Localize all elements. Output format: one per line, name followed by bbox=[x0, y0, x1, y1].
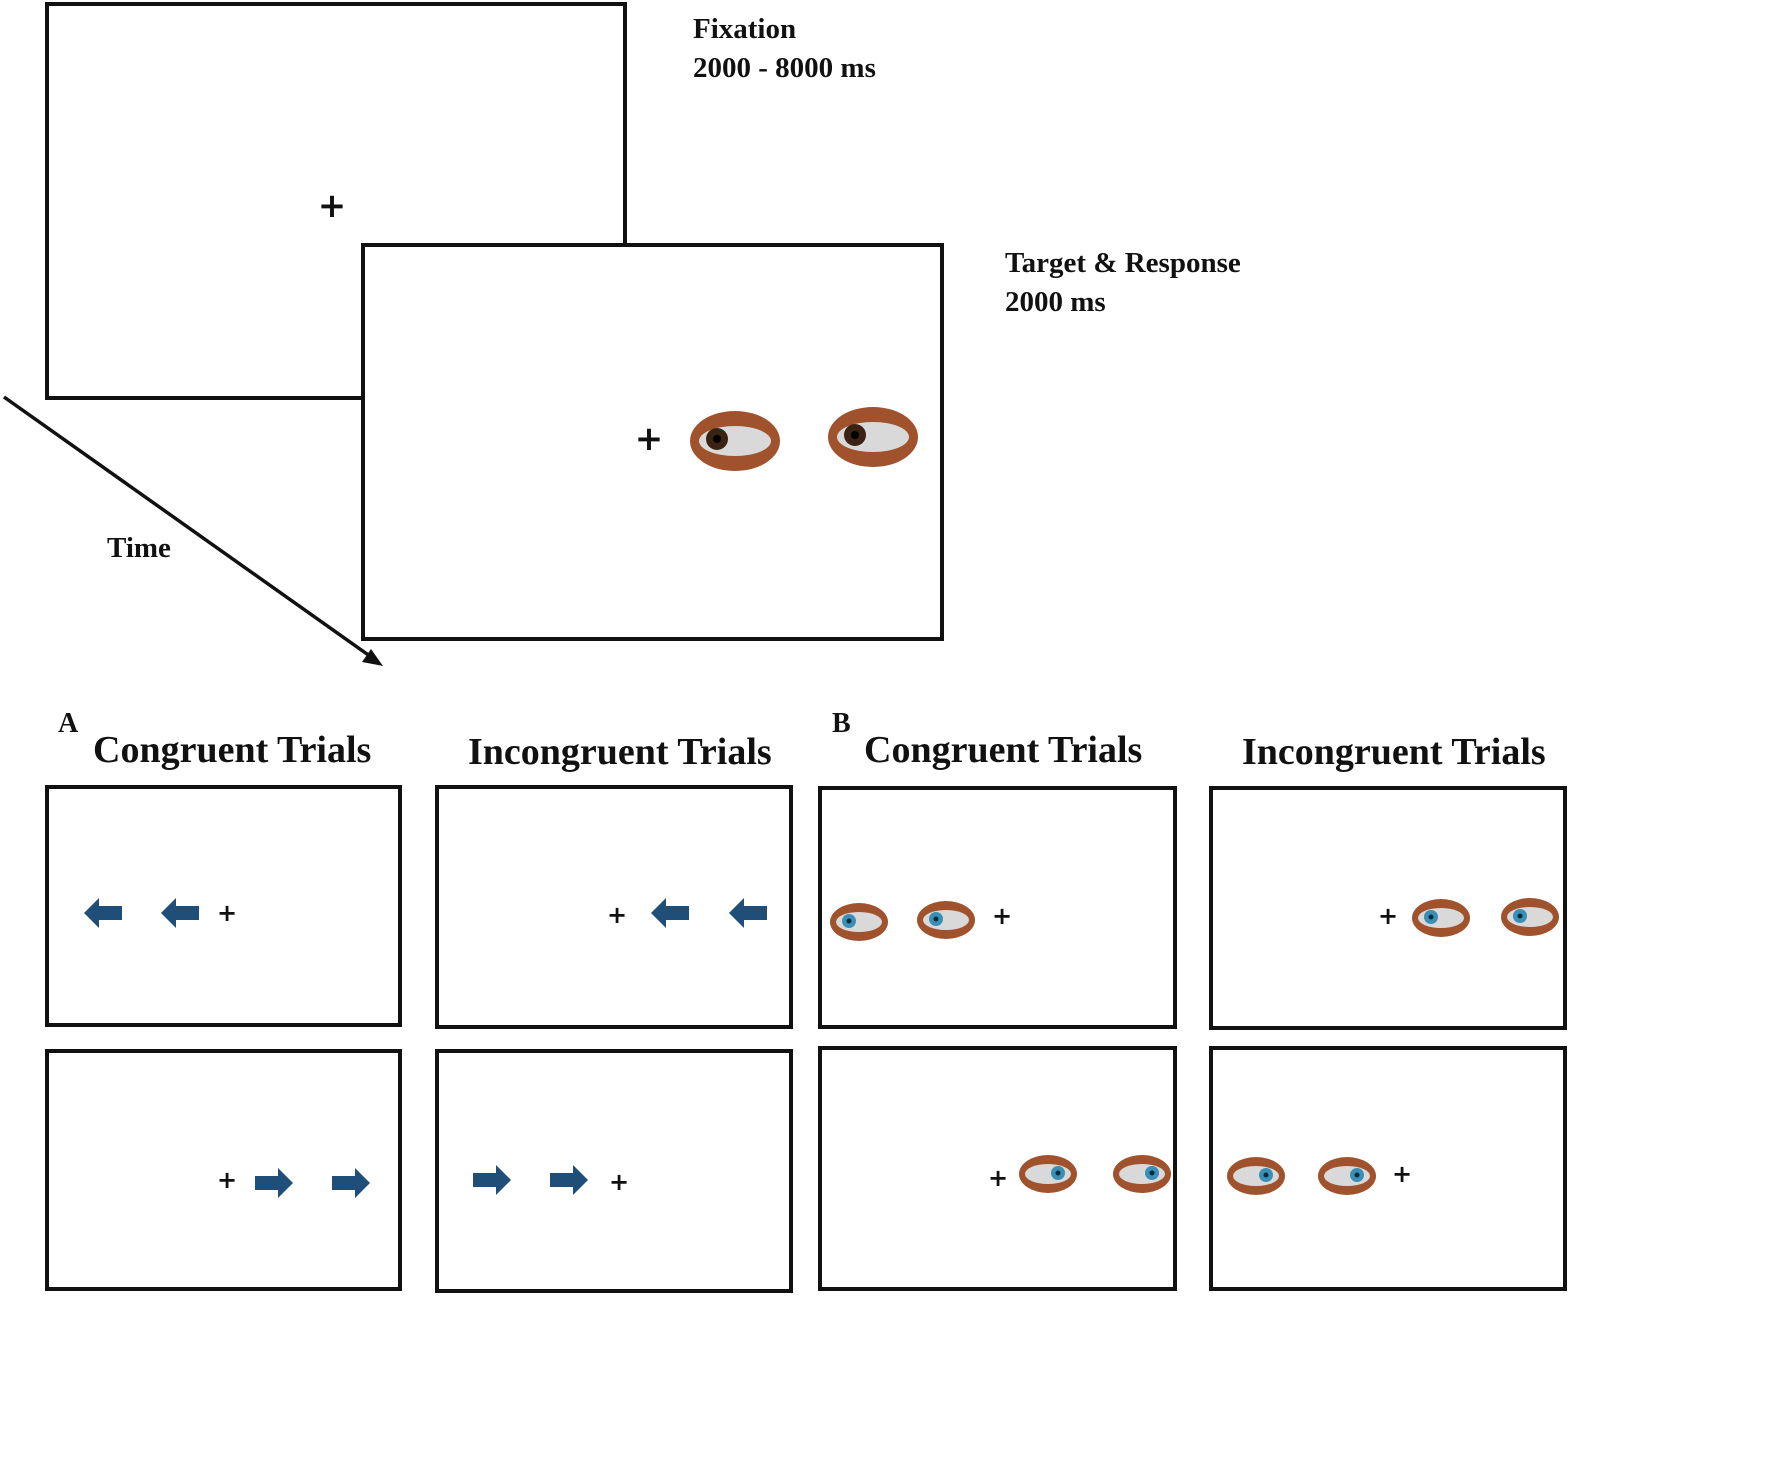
trial-screen: + bbox=[45, 785, 402, 1027]
right-arrow-icon bbox=[255, 1168, 293, 1198]
target-label: Target & Response 2000 ms bbox=[1005, 244, 1241, 322]
panel-b-letter: B bbox=[832, 708, 851, 739]
fixation-cross: + bbox=[216, 899, 238, 927]
eye-icon bbox=[1500, 897, 1560, 937]
target-duration: 2000 ms bbox=[1005, 286, 1106, 318]
fixation-cross: + bbox=[987, 1164, 1009, 1192]
right-arrow-icon bbox=[473, 1165, 511, 1195]
trial-screen: + bbox=[45, 1049, 402, 1291]
target-title: Target & Response bbox=[1005, 247, 1241, 279]
fixation-duration: 2000 - 8000 ms bbox=[693, 52, 876, 84]
panel-a-congruent-title: Congruent Trials bbox=[93, 729, 372, 771]
eye-icon bbox=[916, 900, 976, 940]
fixation-label: Fixation 2000 - 8000 ms bbox=[693, 10, 876, 88]
eye-icon bbox=[1317, 1156, 1377, 1196]
panel-b-congruent-title: Congruent Trials bbox=[864, 729, 1143, 771]
eye-icon bbox=[827, 406, 919, 468]
eye-icon bbox=[1226, 1156, 1286, 1196]
fixation-title: Fixation bbox=[693, 13, 797, 45]
eye-icon bbox=[1018, 1154, 1078, 1194]
trial-screen: + bbox=[435, 785, 793, 1029]
eye-icon bbox=[1411, 898, 1471, 938]
eye-icon bbox=[1112, 1154, 1172, 1194]
panel-a-letter: A bbox=[58, 708, 79, 739]
right-arrow-icon bbox=[332, 1168, 370, 1198]
trial-screen: + bbox=[1209, 786, 1567, 1030]
fixation-cross: + bbox=[991, 902, 1013, 930]
left-arrow-icon bbox=[651, 898, 689, 928]
left-arrow-icon bbox=[729, 898, 767, 928]
fixation-cross: + bbox=[216, 1166, 238, 1194]
right-arrow-icon bbox=[550, 1165, 588, 1195]
trial-screen: + bbox=[818, 786, 1177, 1029]
fixation-cross: + bbox=[1377, 902, 1399, 930]
eye-icon bbox=[689, 410, 781, 472]
fixation-cross: + bbox=[317, 186, 347, 226]
fixation-cross: + bbox=[608, 1168, 630, 1196]
time-arrow bbox=[2, 395, 383, 666]
trial-screen: + bbox=[818, 1046, 1177, 1291]
panel-b-incongruent-title: Incongruent Trials bbox=[1242, 731, 1546, 773]
fixation-cross: + bbox=[634, 419, 664, 459]
trial-screen: + bbox=[1209, 1046, 1567, 1291]
left-arrow-icon bbox=[161, 898, 199, 928]
fixation-cross: + bbox=[1391, 1160, 1413, 1188]
fixation-cross: + bbox=[606, 901, 628, 929]
left-arrow-icon bbox=[84, 898, 122, 928]
eye-icon bbox=[829, 902, 889, 942]
target-screen: + bbox=[361, 243, 944, 641]
trial-screen: + bbox=[435, 1049, 793, 1293]
panel-a-incongruent-title: Incongruent Trials bbox=[468, 731, 772, 773]
time-label: Time bbox=[107, 532, 171, 564]
